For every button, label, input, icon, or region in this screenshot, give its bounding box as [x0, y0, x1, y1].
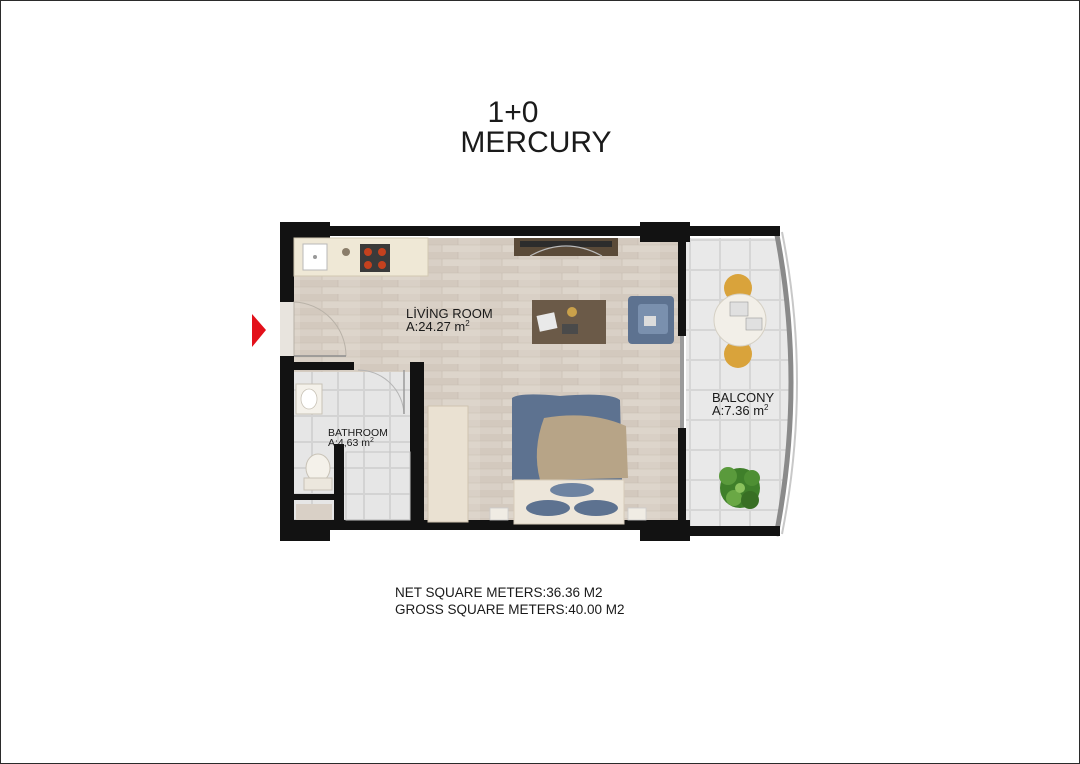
bathroom-door-swing: [357, 369, 405, 415]
balcony-glass-rail: [773, 229, 794, 537]
entrance-arrow-icon: [252, 314, 266, 347]
plant-pot-icon: [342, 248, 350, 256]
wardrobe: [427, 405, 469, 523]
bed: [489, 394, 647, 525]
unit-name-title: MERCURY: [460, 126, 612, 159]
living-room-area: A:24.27 m2: [406, 319, 470, 334]
bathroom-area: A:4,63 m2: [328, 437, 374, 449]
gross-square-meters: GROSS SQUARE METERS:40.00 M2: [395, 602, 625, 617]
balcony-name: BALCONY: [712, 390, 774, 405]
balcony-table-set: [713, 274, 767, 368]
bathroom-name: BATHROOM: [328, 427, 388, 439]
balcony-door-frame: [680, 336, 684, 428]
tv-console: [514, 238, 618, 257]
bathroom-fixtures: [295, 383, 411, 521]
balcony-area: A:7.36 m2: [712, 403, 769, 418]
armchair: [628, 296, 674, 344]
cooktop-icon: [360, 244, 390, 272]
layout-code-title: 1+0: [487, 96, 539, 129]
entry-door: [280, 301, 347, 357]
walls: [280, 222, 780, 541]
living-room-name: LİVİNG ROOM: [406, 306, 493, 321]
shower-area: [345, 451, 411, 521]
balcony-plant-icon: [719, 467, 760, 509]
coffee-table: [532, 300, 606, 344]
kitchen-counter: [293, 237, 429, 277]
area-summary: NET SQUARE METERS:36.36 M2 GROSS SQUARE …: [395, 584, 625, 618]
net-square-meters: NET SQUARE METERS:36.36 M2: [395, 585, 603, 600]
